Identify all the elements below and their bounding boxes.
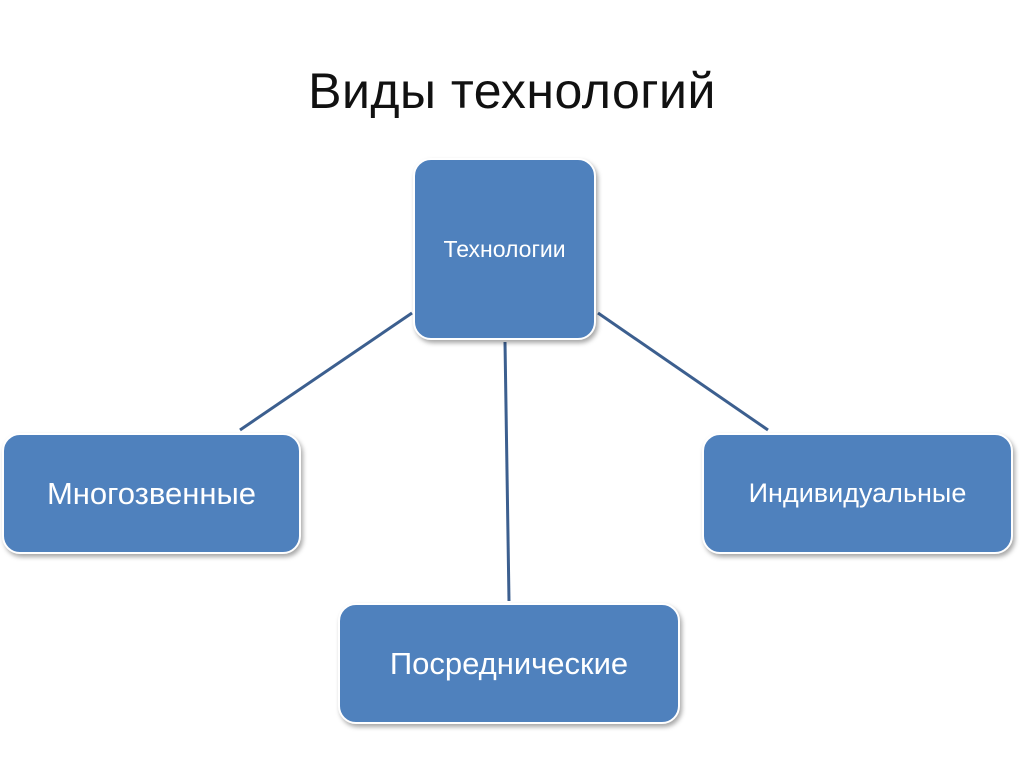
- connector-root-bottom: [503, 341, 511, 602]
- connector-root-right: [597, 311, 769, 432]
- node-individual-label: Индивидуальные: [748, 478, 967, 508]
- node-individual: Индивидуальные: [702, 433, 1013, 554]
- node-technologies: Технологии: [413, 158, 596, 340]
- connector-root-left: [239, 311, 413, 432]
- slide-title: Виды технологий: [308, 63, 716, 119]
- node-multilink-label: Многозвенные: [46, 475, 257, 511]
- node-technologies-label: Технологии: [443, 236, 566, 262]
- node-intermediary: Посреднические: [338, 603, 680, 724]
- node-intermediary-label: Посреднические: [389, 645, 629, 681]
- node-multilink: Многозвенные: [2, 433, 301, 554]
